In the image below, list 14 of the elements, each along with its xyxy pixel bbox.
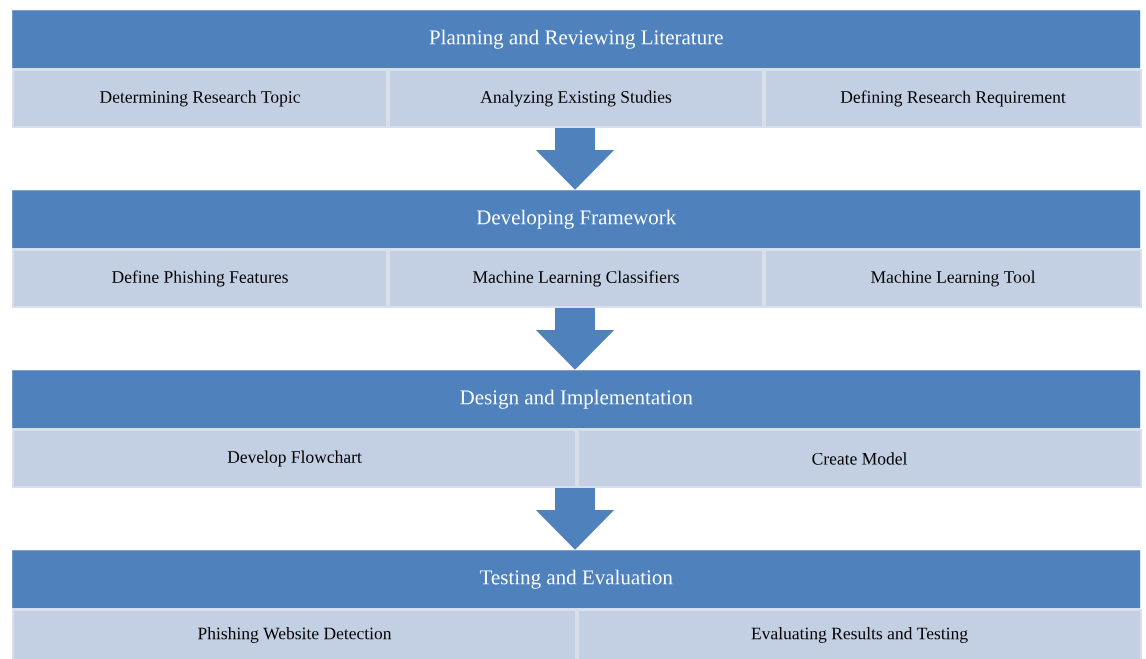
task-box: Define Phishing Features xyxy=(12,249,388,308)
stage-header-band: Testing and Evaluation xyxy=(12,550,1141,609)
task-box: Defining Research Requirement xyxy=(764,69,1142,128)
task-box: Analyzing Existing Studies xyxy=(388,69,764,128)
task-box: Phishing Website Detection xyxy=(12,609,577,659)
task-box: Create Model xyxy=(577,429,1142,488)
stage-header-band: Planning and Reviewing Literature xyxy=(12,10,1141,69)
stage-header-band: Design and Implementation xyxy=(12,370,1141,429)
task-box: Evaluating Results and Testing xyxy=(577,609,1142,659)
task-box: Machine Learning Classifiers xyxy=(388,249,764,308)
task-box: Develop Flowchart xyxy=(12,429,577,488)
stage-header-band: Developing Framework xyxy=(12,190,1141,249)
task-box: Machine Learning Tool xyxy=(764,249,1142,308)
task-box: Determining Research Topic xyxy=(12,69,388,128)
